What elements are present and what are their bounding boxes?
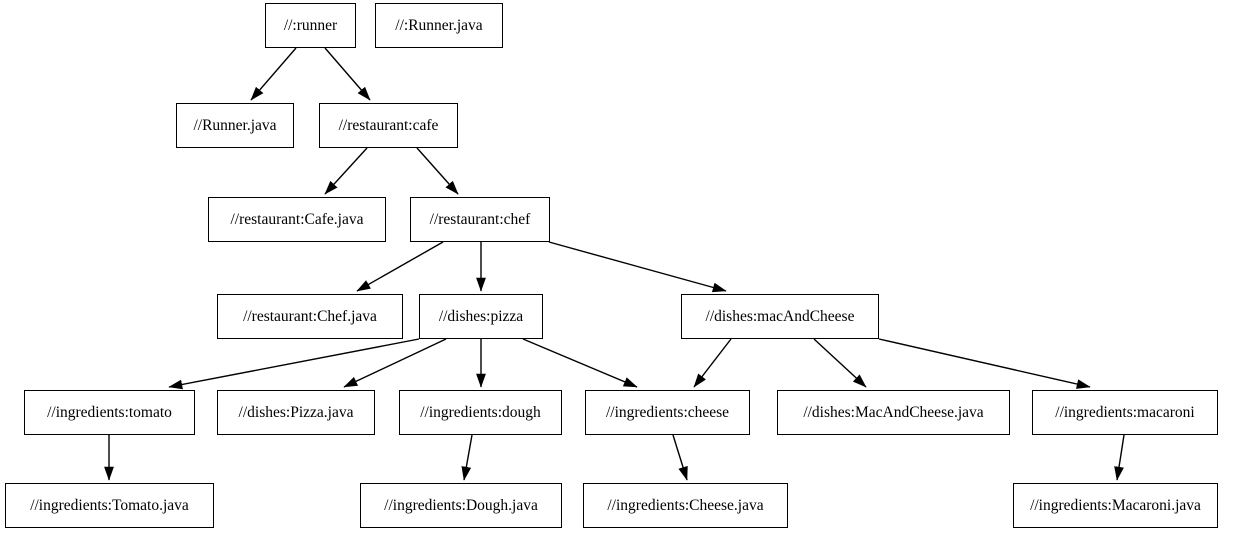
graph-node-label: //restaurant:Cafe.java: [230, 210, 364, 228]
graph-node-ing_macaroni[interactable]: //ingredients:macaroni: [1032, 390, 1218, 435]
graph-node-label: //dishes:Pizza.java: [238, 403, 354, 421]
graph-node-ing_macaroni_java[interactable]: //ingredients:Macaroni.java: [1013, 483, 1218, 528]
graph-node-ing_cheese[interactable]: //ingredients:cheese: [585, 390, 750, 435]
graph-edge-dishes_macandcheese-to-ing_macaroni: [878, 338, 1091, 389]
graph-node-label: //ingredients:Cheese.java: [607, 496, 764, 514]
graph-edge-dishes_pizza-to-dishes_pizza_java: [343, 338, 447, 388]
graph-edge-runner-to-restaurant_cafe: [324, 47, 371, 101]
graph-node-ing_dough_java[interactable]: //ingredients:Dough.java: [360, 483, 562, 528]
graph-node-runner_java[interactable]: //Runner.java: [176, 103, 294, 148]
graph-node-label: //ingredients:cheese: [605, 403, 730, 421]
graph-node-label: //ingredients:Macaroni.java: [1030, 496, 1201, 514]
graph-node-ing_tomato_java[interactable]: //ingredients:Tomato.java: [5, 483, 214, 528]
graph-edge-ing_dough-to-ing_dough_java: [461, 434, 473, 481]
graph-edge-runner-to-runner_java: [250, 47, 297, 101]
graph-edge-restaurant_cafe-to-restaurant_chef: [416, 147, 459, 195]
graph-node-restaurant_cafe_java[interactable]: //restaurant:Cafe.java: [208, 197, 386, 242]
graph-node-label: //dishes:pizza: [438, 307, 524, 325]
graph-node-label: //restaurant:cafe: [338, 116, 439, 134]
graph-node-runner[interactable]: //:runner: [265, 3, 356, 48]
graph-node-runner_java_root[interactable]: //:Runner.java: [375, 3, 503, 48]
graph-edge-dishes_pizza-to-ing_tomato: [168, 338, 420, 390]
graph-edge-dishes_pizza-to-ing_cheese: [522, 338, 638, 388]
graph-node-ing_dough[interactable]: //ingredients:dough: [399, 390, 562, 435]
graph-node-dishes_mac_java[interactable]: //dishes:MacAndCheese.java: [777, 390, 1010, 435]
graph-node-label: //ingredients:Dough.java: [384, 496, 538, 514]
graph-node-label: //ingredients:Tomato.java: [30, 496, 189, 514]
graph-node-restaurant_chef[interactable]: //restaurant:chef: [410, 197, 550, 242]
graph-node-label: //Runner.java: [193, 116, 277, 134]
graph-node-ing_cheese_java[interactable]: //ingredients:Cheese.java: [583, 483, 788, 528]
graph-node-label: //ingredients:macaroni: [1055, 403, 1195, 421]
graph-node-label: //ingredients:dough: [420, 403, 541, 421]
graph-node-label: //dishes:MacAndCheese.java: [803, 403, 984, 421]
graph-node-restaurant_chef_java[interactable]: //restaurant:Chef.java: [217, 294, 403, 339]
graph-edge-dishes_macandcheese-to-dishes_mac_java: [813, 338, 867, 388]
graph-node-ing_tomato[interactable]: //ingredients:tomato: [24, 390, 195, 435]
graph-node-dishes_pizza[interactable]: //dishes:pizza: [419, 294, 543, 339]
graph-edge-restaurant_cafe-to-restaurant_cafe_java: [324, 147, 368, 195]
graph-node-dishes_macandcheese[interactable]: //dishes:macAndCheese: [681, 294, 879, 339]
graph-edge-dishes_macandcheese-to-ing_cheese: [693, 338, 732, 388]
graph-node-dishes_pizza_java[interactable]: //dishes:Pizza.java: [217, 390, 375, 435]
graph-node-label: //restaurant:Chef.java: [243, 307, 377, 325]
graph-edge-ing_macaroni-to-ing_macaroni_java: [1114, 434, 1125, 481]
graph-edge-restaurant_chef-to-dishes_macandcheese: [548, 241, 727, 293]
graph-node-label: //restaurant:chef: [429, 210, 531, 228]
graph-edge-ing_cheese-to-ing_cheese_java: [672, 434, 688, 481]
graph-node-label: //:runner: [283, 16, 338, 34]
graph-node-restaurant_cafe[interactable]: //restaurant:cafe: [319, 103, 458, 148]
graph-node-label: //dishes:macAndCheese: [705, 307, 855, 325]
graph-node-label: //:Runner.java: [395, 16, 483, 34]
graph-edge-restaurant_chef-to-restaurant_chef_java: [356, 241, 444, 292]
graph-node-label: //ingredients:tomato: [47, 403, 172, 421]
